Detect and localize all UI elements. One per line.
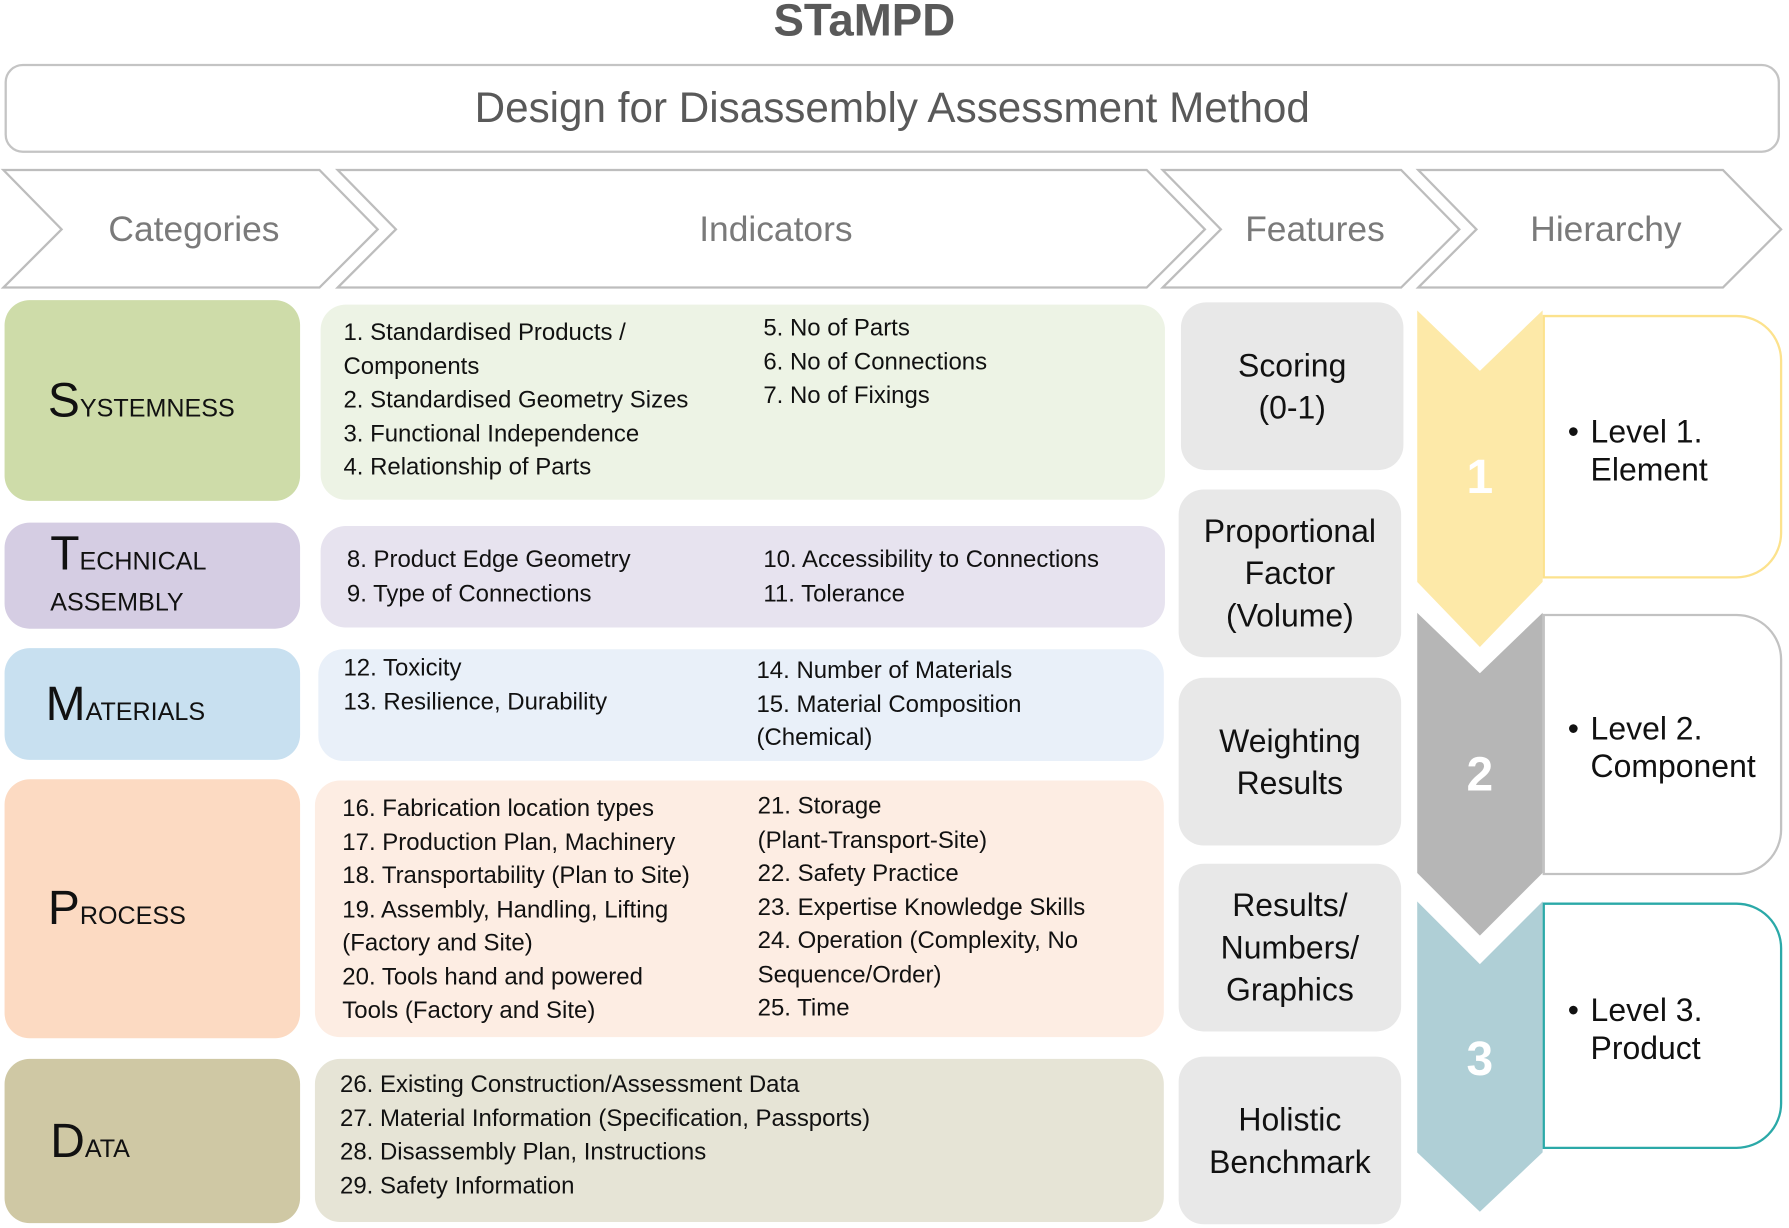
level-box-element: •Level 1. Element [1542, 314, 1783, 579]
feature-weighting-results: Weighting Results [1178, 677, 1402, 846]
indicator-list: 14. Number of Materials 15. Material Com… [756, 657, 1022, 751]
subtitle: Design for Disassembly Assessment Method [474, 84, 1310, 132]
header-chevrons [0, 168, 1783, 289]
indicators-materials: 12. Toxicity 13. Resilience, Durability … [318, 649, 1164, 762]
indicators-technical-assembly: 8. Product Edge Geometry 9. Type of Conn… [320, 526, 1165, 628]
bullet-icon: • [1567, 414, 1579, 450]
hierarchy-arrow-2 [1417, 612, 1543, 936]
subtitle-box: Design for Disassembly Assessment Method [4, 63, 1780, 153]
indicator-list: 10. Accessibility to Connections 11. Tol… [763, 546, 1099, 607]
category-materials: Materials [4, 648, 301, 760]
chevron-indicators [334, 168, 1207, 289]
header-indicators: Indicators [699, 208, 853, 249]
bullet-icon: • [1567, 710, 1579, 747]
chevron-hierarchy [1415, 168, 1783, 289]
category-data: Data [4, 1058, 301, 1224]
chevron-features [1159, 168, 1461, 289]
indicator-list: 8. Product Edge Geometry 9. Type of Conn… [346, 546, 631, 607]
feature-scoring: Scoring (0-1) [1180, 302, 1404, 471]
level-box-product: •Level 3. Product [1542, 902, 1783, 1149]
header-categories: Categories [108, 208, 280, 249]
indicators-systemness: 1. Standardised Products / Components 2.… [320, 304, 1165, 500]
diagram-title: STaMPD [773, 0, 956, 46]
hierarchy-arrow-1 [1417, 310, 1543, 647]
bullet-icon: • [1567, 992, 1579, 1029]
hierarchy-number-1: 1 [1466, 449, 1494, 504]
feature-holistic-benchmark: Holistic Benchmark [1178, 1056, 1402, 1225]
indicator-list: 16. Fabrication location types 17. Produ… [342, 795, 690, 1024]
indicator-list: 5. No of Parts 6. No of Connections 7. N… [763, 314, 988, 409]
indicators-data: 26. Existing Construction/Assessment Dat… [314, 1058, 1164, 1223]
category-systemness: Systemness [4, 300, 301, 501]
hierarchy-arrows [1417, 310, 1543, 1212]
indicator-list: 1. Standardised Products / Components 2.… [343, 319, 689, 481]
header-hierarchy: Hierarchy [1530, 208, 1682, 249]
chevron-categories [0, 168, 380, 289]
hierarchy-number-3: 3 [1466, 1031, 1494, 1086]
category-process: Process [4, 779, 301, 1039]
indicator-list: 12. Toxicity 13. Resilience, Durability [343, 654, 608, 715]
hierarchy-number-2: 2 [1466, 747, 1494, 801]
category-technical-assembly: Technical assembly [4, 522, 301, 629]
indicators-process: 16. Fabrication location types 17. Produ… [314, 780, 1164, 1038]
header-features: Features [1245, 208, 1385, 249]
feature-results-graphics: Results/ Numbers/ Graphics [1178, 863, 1402, 1032]
indicator-list: 26. Existing Construction/Assessment Dat… [340, 1071, 871, 1199]
indicator-list: 21. Storage (Plant-Transport-Site) 22. S… [757, 792, 1086, 1022]
hierarchy-arrow-3 [1417, 901, 1543, 1212]
level-box-component: •Level 2. Component [1542, 613, 1783, 876]
feature-proportional-factor: Proportional Factor (Volume) [1178, 489, 1402, 658]
